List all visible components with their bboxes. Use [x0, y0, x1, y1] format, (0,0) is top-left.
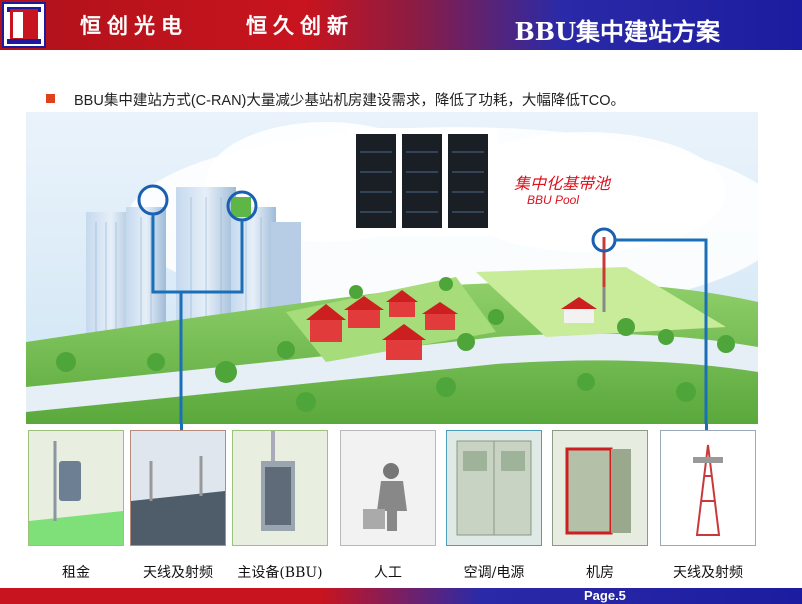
slogan-left: 恒创光电 — [80, 13, 188, 38]
page-number: Page.5 — [584, 588, 626, 603]
tile-label-ac-power: 空调/电源 — [463, 565, 525, 581]
connector-line — [180, 424, 183, 432]
tile-label-rent: 租金 — [62, 565, 90, 581]
tile-rent — [28, 430, 124, 546]
bbu-pool-title: 集中化基带池 — [514, 174, 611, 193]
tile-rooftop-antenna — [130, 430, 226, 546]
tile-label-bbu: 主设备(BBU) — [237, 565, 323, 581]
tower-antenna-icon — [661, 431, 755, 545]
tile-label-rooftop-antenna: 天线及射频 — [143, 565, 213, 581]
rooftop-antenna-icon — [131, 431, 225, 545]
tile-ac-power — [446, 430, 542, 546]
city-scene-illustration — [26, 112, 758, 424]
ac-power-cabinet-icon — [447, 431, 541, 545]
tile-labor — [340, 430, 436, 546]
company-logo — [2, 2, 46, 48]
tile-label-labor: 人工 — [374, 565, 402, 581]
header-bar: 恒创光电 恒久创新 BBU集中建站方案 — [0, 0, 802, 50]
bullet-square-icon — [46, 94, 55, 103]
tile-equipment-room — [552, 430, 648, 546]
tile-tower-antenna — [660, 430, 756, 546]
footer-bar — [0, 588, 802, 604]
bbu-cabinet-icon — [233, 431, 327, 545]
bbu-pool-subtitle: BBU Pool — [527, 193, 580, 207]
tile-label-tower-antenna: 天线及射频 — [673, 565, 743, 581]
rent-room-icon — [29, 431, 123, 545]
page-title: BBU集中建站方案 — [514, 17, 721, 46]
bullet-text: BBU集中建站方式(C-RAN)大量减少基站机房建设需求，降低了功耗，大幅降低T… — [74, 93, 625, 109]
connector-line — [705, 424, 708, 434]
tile-label-equipment-room: 机房 — [586, 565, 614, 581]
equipment-room-icon — [553, 431, 647, 545]
worker-icon — [341, 431, 435, 545]
tile-bbu — [232, 430, 328, 546]
slogan-right: 恒久创新 — [246, 13, 354, 38]
